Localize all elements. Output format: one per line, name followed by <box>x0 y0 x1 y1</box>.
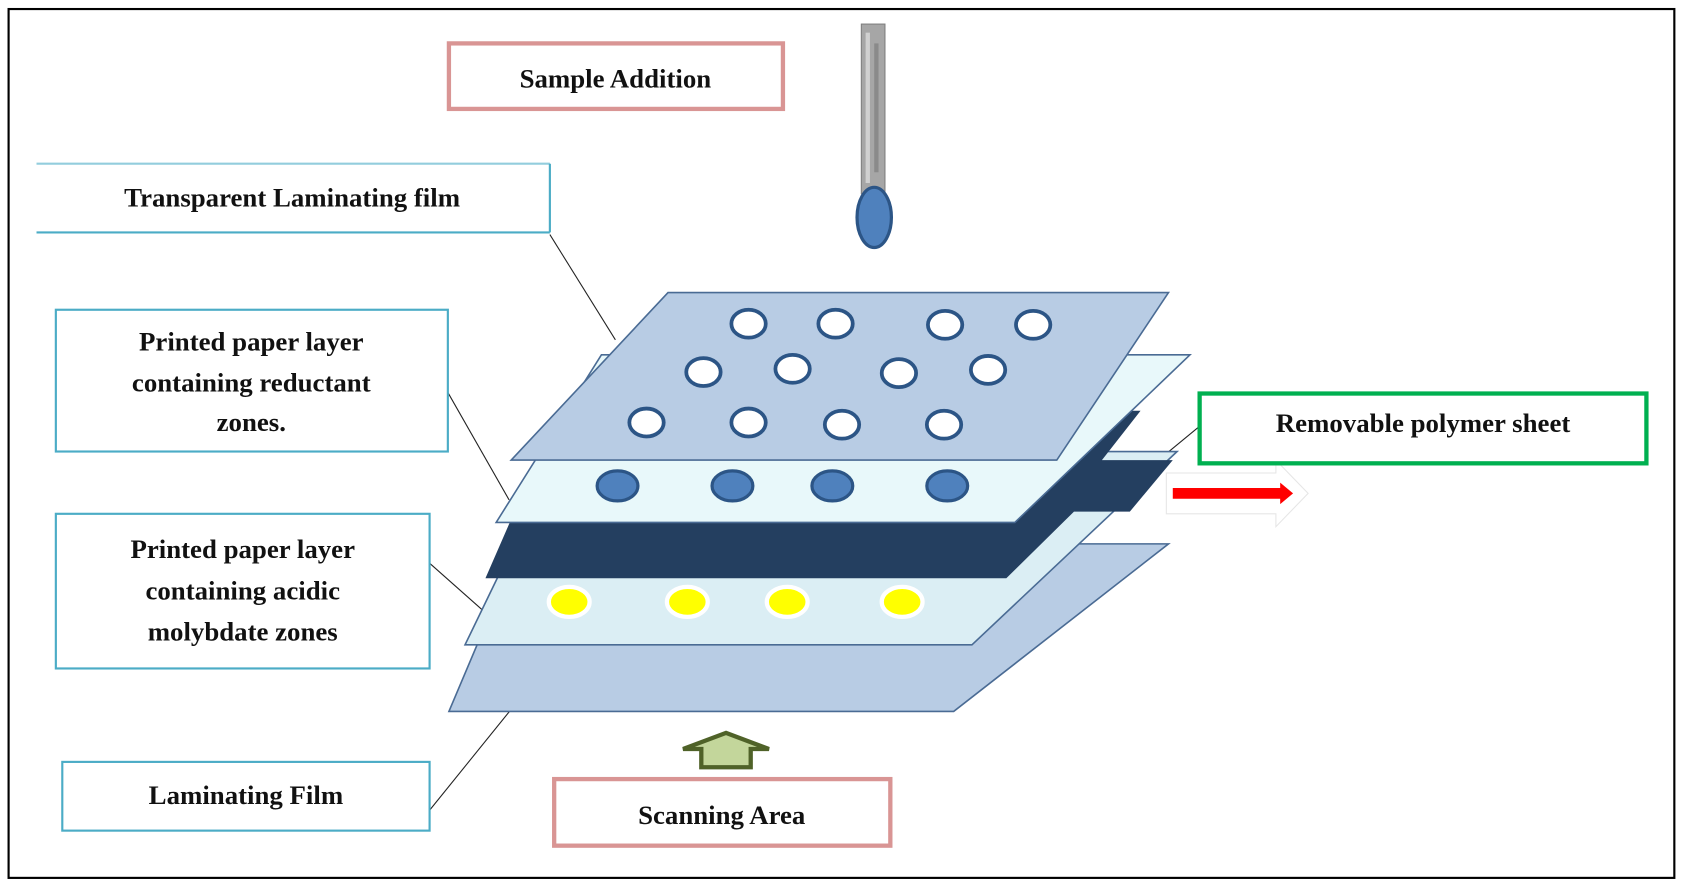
hole-zone <box>879 357 918 389</box>
svg-text:containing reductant: containing reductant <box>132 367 371 397</box>
sample-drop <box>855 185 894 250</box>
molybdate-zone <box>546 584 592 620</box>
pull-arrow-icon <box>1165 458 1309 529</box>
svg-text:Laminating Film: Laminating Film <box>149 780 344 810</box>
hole-zone <box>926 308 965 341</box>
sample-addition-label: Sample Addition <box>446 41 786 112</box>
hole-zone <box>816 307 855 340</box>
molybdate-zones <box>546 584 925 620</box>
transparent-film-holes <box>627 307 1053 441</box>
hole-zone <box>968 354 1008 386</box>
molybdate-zone <box>764 584 810 620</box>
hole-zone <box>729 406 768 439</box>
svg-text:Scanning Area: Scanning Area <box>638 800 806 830</box>
transparent-film-label: Transparent Laminating film <box>36 162 551 234</box>
svg-text:molybdate zones: molybdate zones <box>148 617 338 647</box>
laminating-film-label: Laminating Film <box>61 760 431 832</box>
reductant-zone <box>810 469 855 503</box>
molybdate-zone <box>664 584 710 620</box>
pipette-icon <box>855 23 894 250</box>
svg-text:Printed paper layer: Printed paper layer <box>130 534 355 564</box>
scan-arrow-icon <box>682 730 770 770</box>
svg-text:Sample Addition: Sample Addition <box>520 63 712 93</box>
reductant-zone <box>595 469 640 503</box>
svg-text:containing acidic: containing acidic <box>145 576 340 606</box>
hole-zone <box>773 352 812 385</box>
reductant-zones <box>595 469 970 503</box>
scanning-area-label: Scanning Area <box>552 776 893 848</box>
svg-text:zones.: zones. <box>217 407 286 437</box>
svg-text:Removable polymer sheet: Removable polymer sheet <box>1276 408 1571 438</box>
hole-zone <box>729 307 768 340</box>
reductant-zone <box>925 469 970 503</box>
molybdate-zone <box>879 584 925 620</box>
hole-zone <box>924 408 964 441</box>
hole-zone <box>822 408 862 441</box>
reductant-layer-label: Printed paper layer containing reductant… <box>54 308 449 453</box>
hole-zone <box>627 406 666 439</box>
molybdate-layer-label: Printed paper layer containing acidic mo… <box>54 512 431 670</box>
hole-zone <box>1014 308 1053 341</box>
svg-text:Printed paper layer: Printed paper layer <box>139 327 364 357</box>
reductant-zone <box>710 469 755 503</box>
removable-sheet-label: Removable polymer sheet <box>1197 391 1649 466</box>
hole-zone <box>684 356 723 388</box>
svg-text:Transparent Laminating film: Transparent Laminating film <box>124 183 460 213</box>
layer-transparent-film <box>509 291 1170 461</box>
